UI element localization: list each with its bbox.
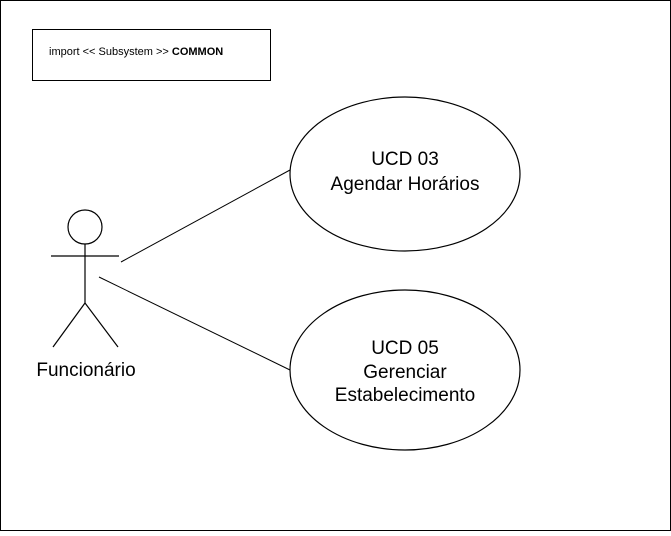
actor-label: Funcionário xyxy=(36,360,135,381)
subsystem-note[interactable]: import << Subsystem >> COMMON xyxy=(32,29,271,81)
actor-head xyxy=(67,209,103,245)
use-case-name-line2: Estabelecimento xyxy=(335,385,475,406)
note-bold: COMMON xyxy=(172,46,223,58)
use-case-id: UCD 03 xyxy=(371,149,439,170)
association-ucd03 xyxy=(120,169,291,263)
note-prefix: import << Subsystem >> xyxy=(49,46,172,58)
use-case-ucd03[interactable]: UCD 03 Agendar Horários xyxy=(289,96,521,252)
note-text: import << Subsystem >> COMMON xyxy=(49,46,223,58)
actor-right-leg xyxy=(84,302,119,348)
use-case-ucd05[interactable]: UCD 05 Gerenciar Estabelecimento xyxy=(289,289,521,451)
actor-left-leg xyxy=(52,302,86,348)
association-ucd05 xyxy=(98,276,291,371)
use-case-ellipse xyxy=(289,289,521,451)
actor-funcionario[interactable]: Funcionário xyxy=(36,209,136,381)
use-case-id: UCD 05 xyxy=(371,338,439,359)
use-case-ellipse xyxy=(289,96,521,252)
use-case-name: Agendar Horários xyxy=(331,174,480,195)
use-case-name-line1: Gerenciar xyxy=(363,362,447,383)
note-box xyxy=(32,29,271,81)
